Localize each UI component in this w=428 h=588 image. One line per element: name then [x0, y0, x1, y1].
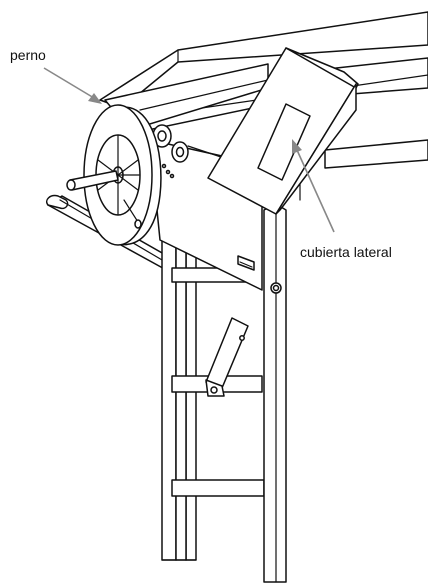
- diagonal-brace: [205, 317, 249, 397]
- side-cover: [207, 47, 359, 215]
- side-cover-label: cubierta lateral: [300, 244, 392, 260]
- handle-shaft: [66, 170, 142, 229]
- right-leg: [263, 203, 287, 583]
- left-leg: [161, 237, 197, 561]
- pin-label: perno: [10, 47, 46, 63]
- guide-rollers: [152, 124, 189, 179]
- pin-leader: [43, 67, 102, 104]
- side-cover-leader: [292, 139, 335, 233]
